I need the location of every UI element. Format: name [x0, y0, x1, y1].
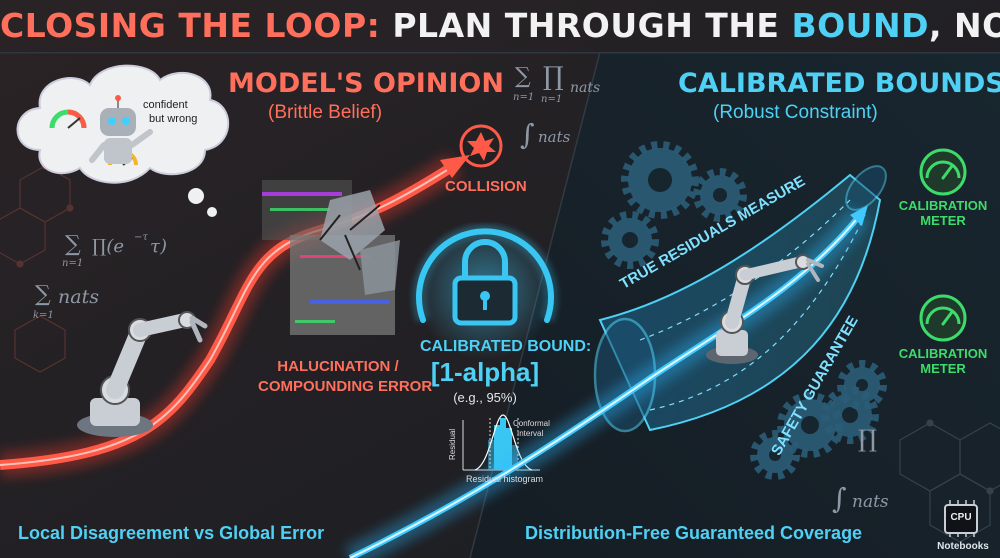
math-center-prod-sub: n=1 [541, 94, 563, 105]
robot-arm-right [706, 254, 824, 364]
page-title: CLOSING THE LOOP: PLAN THROUGH THE BOUND… [0, 6, 1000, 45]
title-part-bound: BOUND [791, 6, 929, 45]
calibration-meter-bottom-icon [919, 294, 967, 342]
math-center-sum: ∑ [515, 64, 531, 89]
title-part-closing: CLOSING THE LOOP: [0, 6, 381, 45]
collision-label: COLLISION [445, 178, 527, 195]
math-product-expr: ∏(e [92, 236, 125, 257]
thought-text-line2: but wrong [149, 113, 198, 125]
hex-network-right [899, 419, 1000, 543]
right-subheading: (Robust Constraint) [713, 102, 878, 123]
bound-value: [1-alpha] [430, 357, 540, 387]
math-sum-bottom-text: nats [58, 286, 99, 308]
left-subheading: (Brittle Belief) [268, 102, 383, 123]
bound-example: (e.g., 95%) [453, 390, 517, 405]
collision-icon [459, 124, 503, 168]
math-right-integral-text: nats [852, 492, 889, 512]
error-label-line2: COMPOUNDING ERROR [258, 378, 433, 395]
error-label-line1: HALUCINATION / [277, 358, 399, 375]
math-sum-bottom: ∑ [35, 282, 51, 307]
right-footer: Distribution-Free Guaranteed Coverage [525, 523, 863, 543]
lock-icon [412, 220, 558, 360]
math-sum-bottom-sub: k=1 [33, 310, 54, 321]
math-product-close: τ) [150, 236, 167, 257]
chip-label: CPU [950, 512, 972, 523]
calibration-meter-top-icon [919, 148, 967, 196]
math-sum-top-sub: n=1 [62, 258, 84, 269]
meter-top-line2: METER [920, 213, 966, 228]
right-heading: CALIBRATED BOUNDS [678, 68, 1000, 99]
histogram-annotation-line1: Conformal [513, 419, 550, 428]
hallucination-noise [262, 180, 400, 335]
math-center-nats: nats [570, 80, 601, 96]
math-right-prod: ∏ [858, 425, 878, 453]
bound-label: CALIBRATED BOUND: [420, 338, 592, 355]
math-center-integral: ∫ [520, 118, 535, 151]
robot-arm-left [77, 311, 208, 437]
math-product-exp: −τ [134, 232, 148, 243]
cpu-chip-icon [944, 500, 978, 537]
trajectory-arrowhead [440, 155, 470, 178]
meter-bottom-line1: CALIBRATION [898, 346, 988, 361]
math-sum-top: ∑ [65, 232, 81, 257]
thought-text-line1: confident [143, 99, 188, 111]
math-center-prod: ∏ [543, 62, 564, 92]
math-center-sum-sub: n=1 [513, 92, 535, 103]
histogram-xlabel: Residual histogram [466, 474, 544, 484]
left-heading: MODEL'S OPINION [228, 68, 504, 99]
histogram-annotation-line2: Interval [517, 429, 544, 438]
beam-arrowhead [850, 205, 868, 226]
title-part-belief: , NOT THE BELIEF [928, 6, 1000, 45]
meter-top-line1: CALIBRATION [898, 198, 988, 213]
chip-caption: Notebooks [937, 541, 989, 552]
meter-bottom-line2: METER [920, 361, 966, 376]
title-part-plan: PLAN THROUGH THE [380, 6, 792, 45]
math-right-integral: ∫ [832, 482, 847, 515]
histogram-ylabel: Residual [448, 428, 457, 460]
math-center-integral-text: nats [538, 128, 571, 146]
left-footer: Local Disagreement vs Global Error [18, 523, 325, 543]
thought-cloud [16, 64, 230, 217]
